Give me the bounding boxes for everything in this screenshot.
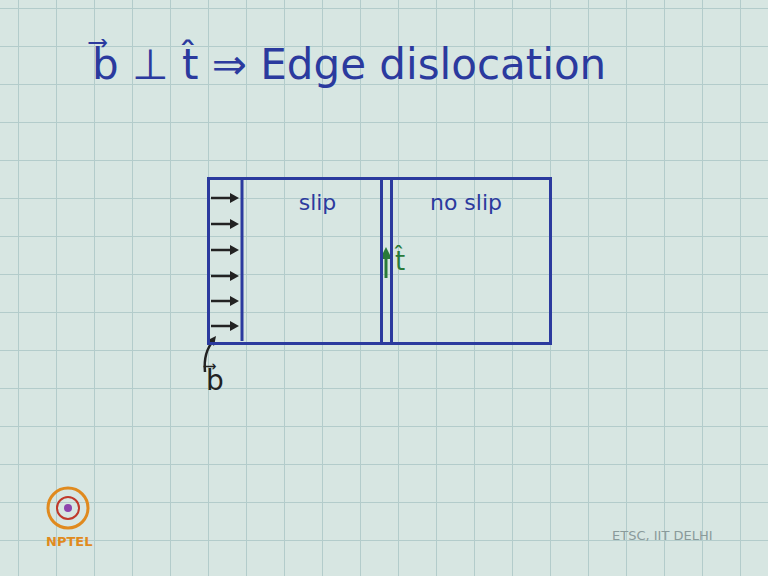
slip-boundary (241, 179, 244, 341)
logo-text: NPTEL (46, 534, 92, 549)
dislocation-region: no slip (380, 177, 552, 345)
title: b⃗ ⊥ t̂ ⇒ Edge dislocation (92, 40, 606, 89)
burgers-vector-label: b⃗ (206, 364, 224, 397)
watermark: ETSC, IIT DELHI (612, 528, 713, 543)
region-label: no slip (383, 190, 549, 215)
region-label: slip (245, 190, 390, 215)
dislocation-region: slip (207, 177, 393, 345)
line-direction-label: t̂ (395, 246, 405, 276)
nptel-logo (48, 488, 88, 528)
slip-arrows (211, 193, 239, 331)
